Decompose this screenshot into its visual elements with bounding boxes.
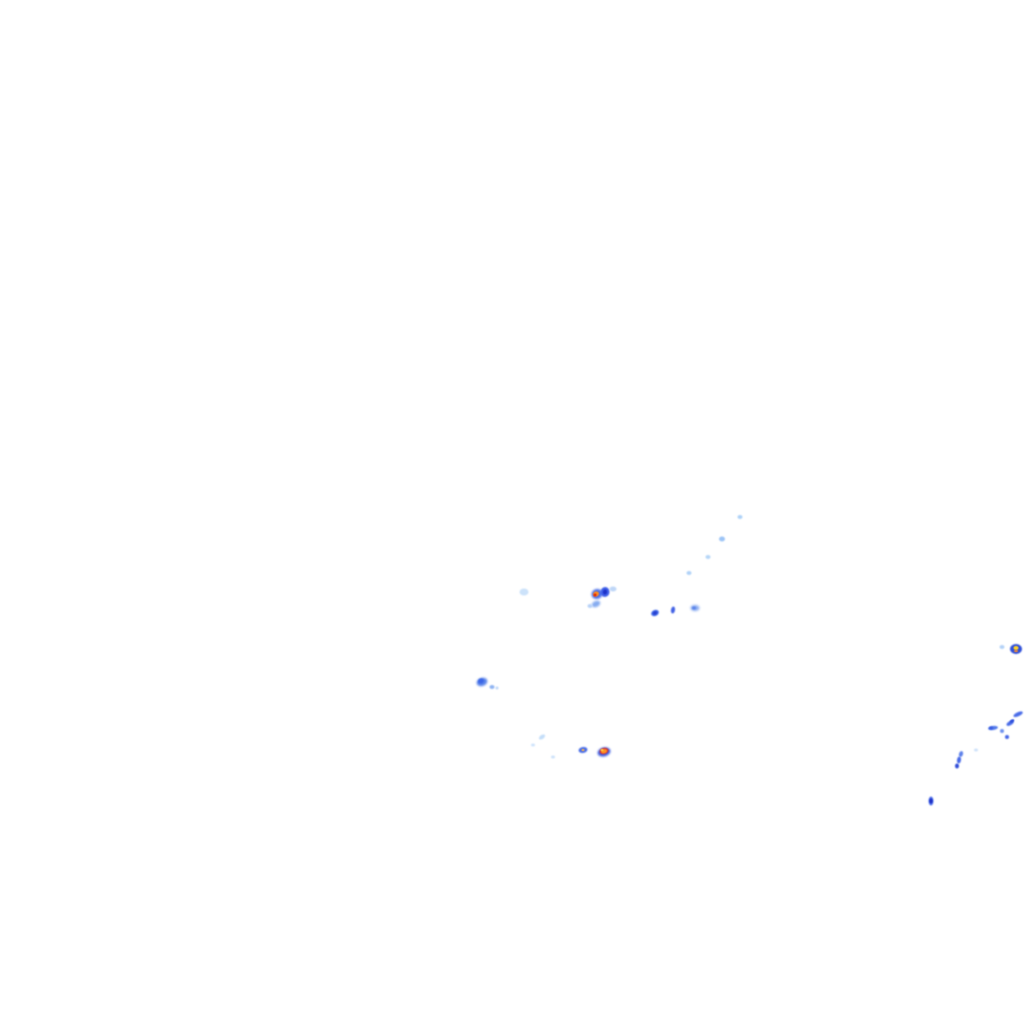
radar-echo-east-edge-cell-yellow-core (1013, 646, 1019, 650)
radar-echo-central-cell-b-blue (599, 586, 611, 598)
radar-echo-east-edge-cell-blue-ring (1010, 644, 1022, 654)
radar-echo-south-storm-cell-red (598, 746, 610, 756)
radar-echo-central-cell-a-red-spot (593, 593, 597, 597)
radar-echo-south-east-vertical-dash-core (929, 798, 933, 804)
radar-echo-south-small-cell-blue (578, 746, 588, 754)
radar-echo-echo-east-of-central-2-dash (670, 606, 676, 614)
radar-echo-comma-streak-bottom (955, 763, 959, 769)
radar-echo-central-cell-a-orange-core (592, 590, 600, 598)
radar-echo-south-faint-dot-1 (531, 743, 535, 747)
radar-echo-east-horizontal-dash (987, 725, 999, 731)
radar-echo-south-storm-cell-orange (600, 748, 608, 754)
radar-echo-south-east-vertical-dash (928, 796, 934, 806)
radar-echo-east-faint-dot-near-edge-cell (999, 645, 1005, 649)
radar-echo-faint-diagonal-dot-2 (719, 536, 725, 542)
radar-echo-central-cell-a-blue-ring (590, 587, 604, 601)
radar-echo-west-smudge-tail-dot (489, 685, 495, 689)
radar-echo-west-smudge-tail-faint (495, 686, 499, 690)
radar-echo-east-dot-2 (1005, 735, 1009, 739)
radar-echo-south-faint-dash (537, 733, 547, 741)
radar-echo-east-diagonal-streak-upper (1012, 710, 1024, 718)
radar-echo-echo-east-of-central-3-core (692, 606, 696, 610)
radar-echo-south-faint-dot-2 (551, 755, 555, 759)
radar-echo-echo-east-of-central-1 (650, 608, 660, 618)
radar-echo-west-smudge-core (477, 677, 485, 685)
radar-echo-east-diagonal-streak-lower (1005, 719, 1015, 727)
radar-echo-echo-east-of-central-3-fuzzy (690, 605, 700, 611)
radar-echo-faint-outline-echo-ne-of-central (609, 586, 617, 592)
radar-echo-faint-diagonal-dot-3 (705, 555, 711, 559)
radar-echo-faint-diagonal-dot-4 (686, 571, 692, 575)
radar-echo-south-small-cell-warm-core (581, 749, 585, 751)
radar-echo-east-dot-1 (1000, 729, 1004, 733)
radar-echo-echo-east-of-central-1-core (652, 610, 658, 616)
radar-echo-west-smudge (475, 676, 489, 688)
radar-echo-east-diagonal-streak-bright-segment (1009, 718, 1015, 724)
radar-echo-central-cell-b-dark-core (602, 589, 608, 595)
radar-echo-comma-streak-mid (956, 756, 962, 764)
radar-echo-faint-dot-ne-of-comma (974, 748, 978, 752)
radar-echo-faint-diagonal-dot-1 (737, 515, 743, 519)
radar-echo-smudge-below-central-cluster (590, 599, 602, 609)
radar-echo-east-edge-cell-orange-tinge (1014, 650, 1018, 652)
radar-echo-south-storm-cell-yellow-glint (600, 749, 604, 751)
radar-echo-faint-pixel-patch-west-of-central-cluster (519, 588, 529, 596)
radar-echo-smudge-tail (587, 604, 593, 608)
radar-echo-east-horizontal-dash-core (988, 726, 994, 730)
radar-echo-comma-streak-top (958, 750, 964, 758)
radar-echo-south-storm-cell-blue-ring (596, 745, 612, 759)
